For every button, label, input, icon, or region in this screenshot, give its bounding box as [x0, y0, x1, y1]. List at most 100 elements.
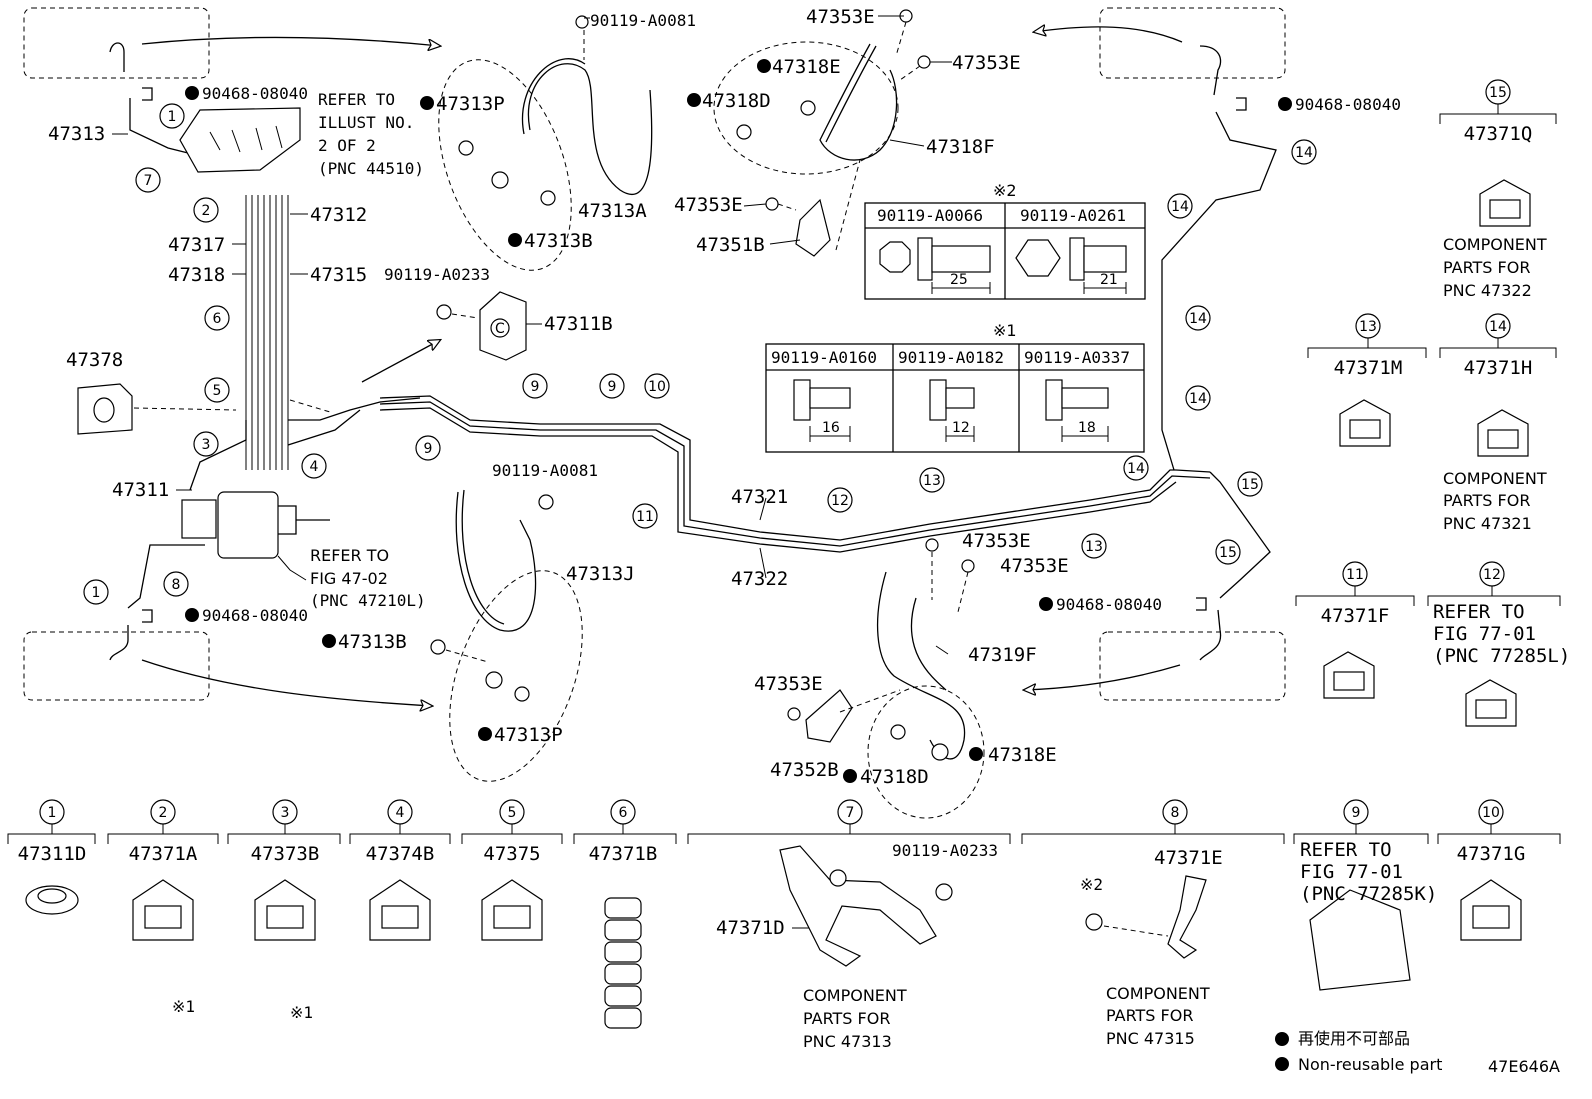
diagram-code: 47E646A — [1488, 1057, 1560, 1076]
label-47371d: 47371D — [716, 917, 785, 939]
label-47313p-bot: 47313P — [494, 724, 563, 746]
svg-text:7: 7 — [846, 805, 855, 821]
label-47313a: 47313A — [578, 200, 647, 222]
svg-text:14: 14 — [1189, 311, 1207, 327]
wheel-box-front-right — [1034, 7, 1286, 96]
label-47351b: 47351B — [696, 234, 765, 256]
legend-callout-10: 10 — [1478, 799, 1504, 825]
svg-text:8: 8 — [1171, 805, 1180, 821]
label-47318d-top: 47318D — [702, 90, 771, 112]
legend-47371e: 8 — [1021, 799, 1285, 844]
svg-text:C: C — [495, 321, 505, 337]
legend-callout-13: 13 — [1355, 313, 1381, 339]
legend-47371d: 7 — [687, 799, 1011, 844]
legend-callout-14: 14 — [1485, 313, 1511, 339]
label-47318f: 47318F — [926, 136, 995, 158]
callout-14: 14 — [1185, 305, 1211, 331]
svg-text:8: 8 — [172, 577, 181, 593]
svg-text:3: 3 — [202, 437, 211, 453]
legend-callout-8: 8 — [1162, 799, 1188, 825]
callout-6: 6 — [204, 305, 230, 331]
svg-text:14: 14 — [1295, 145, 1313, 161]
callout-13: 13 — [919, 467, 945, 493]
label-90119-a0081-mid: 90119-A0081 — [492, 461, 598, 480]
legend-callout-9: 9 — [1343, 799, 1369, 825]
callout-7: 7 — [135, 167, 161, 193]
svg-text:※1: ※1 — [993, 321, 1017, 340]
callout-11: 11 — [632, 503, 658, 529]
brake-tube-front-right — [1161, 111, 1277, 599]
svg-text:PARTS FOR: PARTS FOR — [1106, 1006, 1193, 1025]
svg-text:PNC 47321: PNC 47321 — [1443, 514, 1532, 533]
label-47317: 47317 — [168, 234, 225, 256]
svg-text:9: 9 — [1352, 805, 1361, 821]
svg-text:47371M: 47371M — [1334, 357, 1403, 379]
svg-text:12: 12 — [831, 493, 849, 509]
component-parts-47322: COMPONENT PARTS FOR PNC 47322 — [1443, 235, 1547, 300]
svg-text:ILLUST NO.: ILLUST NO. — [318, 113, 414, 132]
label-47313j: 47313J — [566, 563, 635, 585]
label-47353e-2: 47353E — [952, 52, 1021, 74]
callout-1: 1 — [83, 579, 109, 605]
svg-text:47371H: 47371H — [1464, 357, 1533, 379]
svg-text:11: 11 — [636, 509, 654, 525]
label-47353e-1: 47353E — [806, 6, 875, 28]
brake-tube-main-run — [379, 395, 1211, 553]
svg-text:5: 5 — [213, 383, 222, 399]
svg-text:15: 15 — [1489, 85, 1507, 101]
legend-callout-1: 1 — [39, 799, 65, 825]
svg-text:47371Q: 47371Q — [1464, 123, 1533, 145]
svg-text:15: 15 — [1241, 477, 1259, 493]
brake-actuator — [179, 107, 301, 173]
svg-text:PARTS FOR: PARTS FOR — [803, 1009, 890, 1028]
svg-text:47371A: 47371A — [129, 843, 198, 865]
mark-2-legend: ※2 — [1080, 875, 1103, 894]
callout-4: 4 — [301, 453, 327, 479]
svg-text:47374B: 47374B — [366, 843, 435, 865]
label-47353e-5: 47353E — [1000, 555, 1069, 577]
svg-text:2: 2 — [202, 203, 211, 219]
legend-refer-77285k: 9 — [1293, 799, 1429, 844]
svg-text:14: 14 — [1489, 319, 1507, 335]
svg-text:21: 21 — [1100, 272, 1118, 288]
legend-callout-15: 15 — [1485, 79, 1511, 105]
svg-text:FIG 77-01: FIG 77-01 — [1433, 623, 1536, 645]
svg-text:FIG 47-02: FIG 47-02 — [310, 569, 388, 588]
svg-text:2 OF 2: 2 OF 2 — [318, 136, 376, 155]
clip-90468-icons — [142, 87, 1247, 623]
label-90468-a: 90468-08040 — [202, 84, 308, 103]
label-47378: 47378 — [66, 349, 123, 371]
svg-text:REFER TO: REFER TO — [1300, 839, 1392, 861]
svg-text:※2: ※2 — [993, 181, 1017, 200]
svg-text:16: 16 — [822, 420, 840, 436]
flex-hose-front-right — [713, 9, 931, 257]
svg-text:6: 6 — [619, 805, 628, 821]
label-47319f: 47319F — [968, 644, 1037, 666]
label-47313b-top: 47313B — [524, 230, 593, 252]
svg-text:15: 15 — [1219, 545, 1237, 561]
legend-bottom: 147311D247371A347373B447374B547375647371… — [7, 799, 1561, 1029]
svg-text:PARTS FOR: PARTS FOR — [1443, 491, 1530, 510]
legend-extra-text: REFER TO FIG 77-01 (PNC 77285K) REFER TO… — [172, 235, 1570, 1074]
svg-text:14: 14 — [1127, 461, 1145, 477]
refer-77285l-note: REFER TO FIG 77-01 (PNC 77285L) — [1433, 601, 1570, 667]
svg-text:12: 12 — [952, 420, 970, 436]
label-47313p-top: 47313P — [436, 93, 505, 115]
callout-3: 3 — [193, 431, 219, 457]
svg-text:3: 3 — [281, 805, 290, 821]
table1-header-1: 90119-A0160 — [771, 348, 877, 367]
label-47353e-4: 47353E — [962, 530, 1031, 552]
callout-14: 14 — [1123, 455, 1149, 481]
bolt-table-1: ※1 90119-A0160 90119-A0182 90119-A0337 1… — [765, 321, 1145, 453]
svg-text:REFER TO: REFER TO — [310, 546, 389, 565]
legend-callout-5: 5 — [499, 799, 525, 825]
svg-text:COMPONENT: COMPONENT — [1443, 469, 1547, 488]
label-47315: 47315 — [310, 264, 367, 286]
